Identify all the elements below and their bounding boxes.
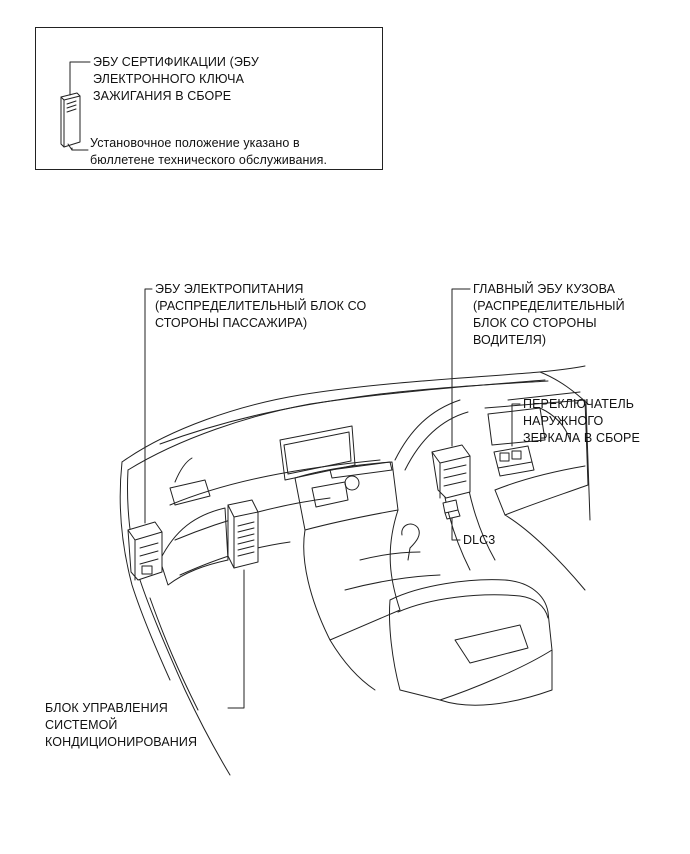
legend-leader-bottom: [67, 143, 89, 151]
power-ecu-label-3: СТОРОНЫ ПАССАЖИРА): [155, 316, 308, 330]
main-body-ecu-label-4: ВОДИТЕЛЯ): [473, 333, 547, 347]
legend-note-2: бюллетене технического обслуживания.: [90, 153, 328, 167]
mirror-switch-label-3: ЗЕРКАЛА В СБОРЕ: [523, 431, 640, 445]
mirror-switch-label-2: НАРУЖНОГО: [523, 414, 604, 428]
dlc3-component: [442, 499, 461, 520]
mirror-switch-component: [493, 445, 535, 477]
legend-component-title-3: ЗАЖИГАНИЯ В СБОРЕ: [93, 89, 232, 103]
mirror-switch-label-1: ПЕРЕКЛЮЧАТЕЛЬ: [523, 397, 635, 411]
main-body-ecu-label-2: (РАСПРЕДЕЛИТЕЛЬНЫЙ: [473, 299, 625, 313]
power-ecu-component: [127, 521, 163, 581]
legend-component-title-2: ЭЛЕКТРОННОГО КЛЮЧА: [93, 72, 245, 86]
main-body-ecu-component: [431, 444, 471, 499]
legend-note-1: Установочное положение указано в: [90, 136, 300, 150]
legend-leader-top: [69, 61, 91, 96]
main-body-ecu-label-3: БЛОК СО СТОРОНЫ: [473, 316, 597, 330]
dashboard-outline: [119, 365, 591, 776]
legend-component-title-1: ЭБУ СЕРТИФИКАЦИИ (ЭБУ: [93, 55, 259, 69]
dlc3-leader: [451, 517, 461, 541]
legend-box: [35, 27, 383, 170]
ac-control-label-1: БЛОК УПРАВЛЕНИЯ: [45, 701, 168, 715]
power-ecu-label-2: (РАСПРЕДЕЛИТЕЛЬНЫЙ БЛОК СО: [155, 299, 367, 313]
ac-control-label-2: СИСТЕМОЙ: [45, 718, 118, 732]
ac-control-label-3: КОНДИЦИОНИРОВАНИЯ: [45, 735, 198, 749]
mirror-switch-leader: [511, 403, 521, 447]
main-body-ecu-leader: [451, 288, 471, 447]
certification-ecu-icon: [60, 92, 81, 148]
main-body-ecu-label-1: ГЛАВНЫЙ ЭБУ КУЗОВА: [473, 282, 616, 296]
power-ecu-leader: [144, 288, 153, 524]
ac-control-component: [227, 499, 259, 569]
power-ecu-label-1: ЭБУ ЭЛЕКТРОПИТАНИЯ: [155, 282, 304, 296]
ac-control-leader: [227, 569, 245, 709]
dlc3-label: DLC3: [463, 533, 496, 547]
